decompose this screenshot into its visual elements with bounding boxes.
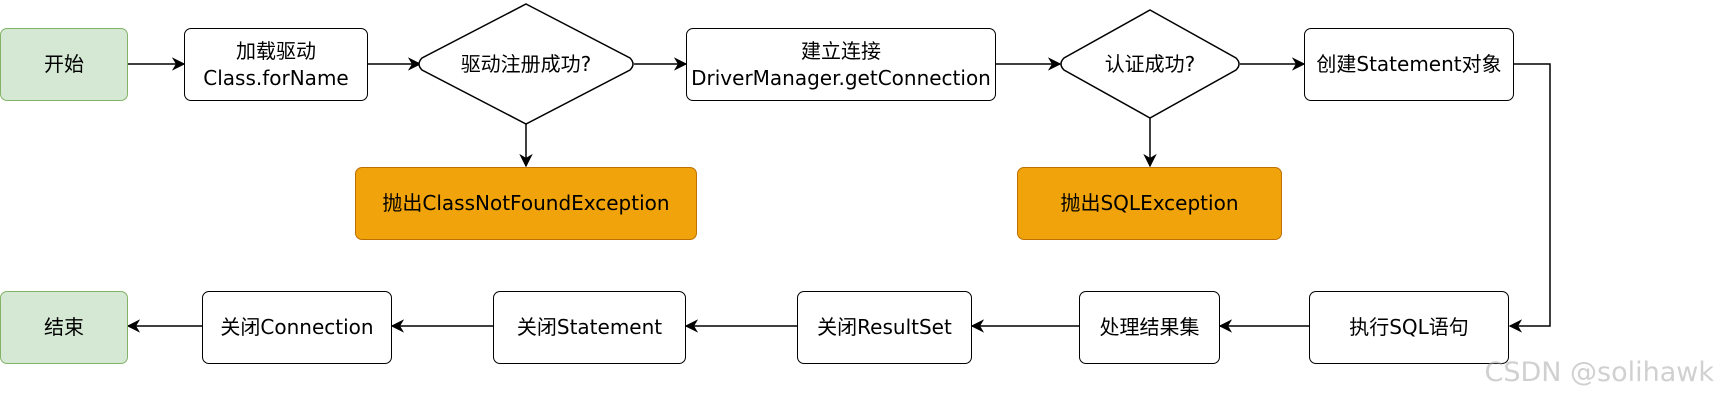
csdn-watermark: CSDN @solihawk [1484,357,1714,388]
decision-auth-shape [1060,9,1240,119]
execute-sql-label: 执行SQL语句 [1349,315,1469,339]
start-label: 开始 [44,52,84,76]
load-driver-node: 加载驱动 Class.forName [184,28,368,101]
throw-sqle-node: 抛出SQLException [1017,167,1282,240]
end-node: 结束 [0,291,128,364]
auth-decision-label: 认证成功? [1104,51,1196,76]
end-label: 结束 [44,315,84,339]
register-decision-label: 驱动注册成功? [460,51,592,76]
connect-node: 建立连接 DriverManager.getConnection [686,28,996,101]
close-resultset-node: 关闭ResultSet [797,291,972,364]
create-statement-node: 创建Statement对象 [1304,28,1514,101]
start-node: 开始 [0,28,128,101]
connect-label: 建立连接 [801,38,881,63]
edge-create-to-execute [1508,63,1551,333]
connect-code: DriverManager.getConnection [691,65,991,90]
throw-sqle-label: 抛出SQLException [1060,191,1239,215]
close-statement-node: 关闭Statement [493,291,686,364]
process-result-label: 处理结果集 [1099,315,1200,339]
process-result-node: 处理结果集 [1079,291,1220,364]
close-resultset-label: 关闭ResultSet [817,315,952,339]
execute-sql-node: 执行SQL语句 [1309,291,1509,364]
close-connection-node: 关闭Connection [202,291,392,364]
create-statement-label: 创建Statement对象 [1316,52,1502,76]
close-connection-label: 关闭Connection [220,315,374,339]
throw-cnfe-label: 抛出ClassNotFoundException [382,191,670,215]
load-driver-code: Class.forName [203,65,349,90]
throw-cnfe-node: 抛出ClassNotFoundException [355,167,697,240]
load-driver-label: 加载驱动 [236,38,316,63]
close-statement-label: 关闭Statement [516,315,663,339]
decision-register-shape [418,3,634,125]
